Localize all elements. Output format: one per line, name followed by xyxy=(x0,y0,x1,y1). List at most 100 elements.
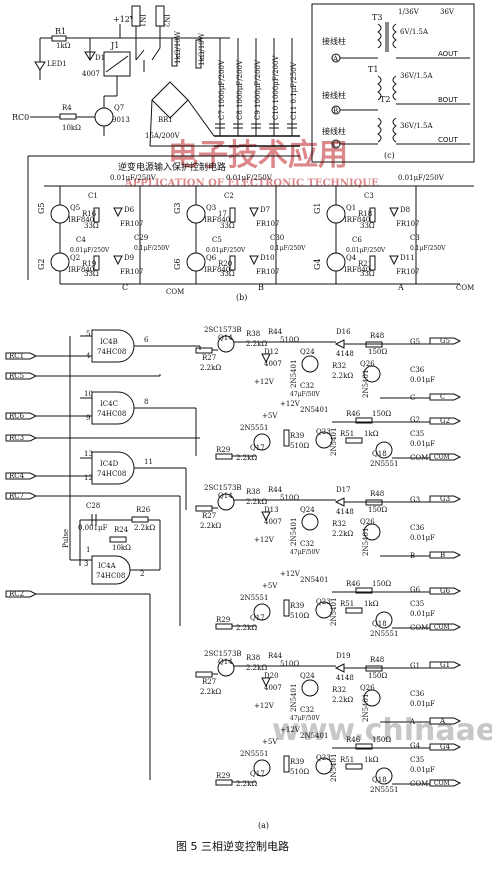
driver-q14-transistor xyxy=(217,335,235,353)
snubber-cap-low: C6 xyxy=(352,236,362,244)
snubber-res-low-value: 33Ω xyxy=(84,270,99,278)
diode-high-label: D6 xyxy=(124,206,135,214)
pin-6: 6 xyxy=(144,336,149,344)
bulk-cap-10: C10 1000μF/200V xyxy=(272,55,280,120)
driver-r38-label: R38 xyxy=(246,488,260,496)
gate-driver-channels: 2SC1573BQ14R272.2kΩR382.2kΩR44510ΩD12400… xyxy=(149,326,462,794)
driver-gate-port-label: G1 xyxy=(440,661,450,669)
driver-c36-label: C36 xyxy=(410,366,425,374)
t3-label: T3 xyxy=(372,13,382,22)
driver-2n5401-top: 2N5401 xyxy=(300,406,328,414)
igbt-low-label: Q2 xyxy=(70,254,80,262)
driver-fast-diode-label: D16 xyxy=(336,328,351,336)
t2-primary-coil xyxy=(377,117,382,143)
driver-q24-transistor xyxy=(301,679,319,697)
snubber-res-high xyxy=(369,207,376,223)
driver-gate-out: G4 xyxy=(410,742,421,750)
driver-r48-value: 150Ω xyxy=(368,348,387,356)
driver-r38-value: 2.2kΩ xyxy=(246,340,267,348)
rc6-port xyxy=(5,412,38,420)
ic4a-label: IC4A xyxy=(98,562,117,570)
driver-fast-diode xyxy=(334,497,345,507)
diode-high-label: D7 xyxy=(260,206,270,214)
driver-r39-value: 510Ω xyxy=(290,612,309,620)
driver-r27-label: R27 xyxy=(202,512,216,520)
terminal-b-label: 接线柱 xyxy=(322,90,346,100)
snubber-res-high xyxy=(93,207,100,223)
driver-phase-port xyxy=(429,717,462,725)
driver-q17-transistor xyxy=(253,433,271,451)
diode-low-part: FR107 xyxy=(256,268,280,276)
driver-5v-label: +5V xyxy=(262,738,278,746)
igbt-high-part: IRF840 xyxy=(344,216,370,224)
driver-channel-4: +5V+12V2N54012N5551Q17R292.2kΩR39510ΩQ23… xyxy=(215,570,462,638)
driver-c32-value: 47μF/50V xyxy=(290,715,320,722)
driver-q18-transistor xyxy=(375,767,393,785)
driver-phase-port xyxy=(429,393,462,401)
igbt-low-part: IRF840 xyxy=(204,266,230,274)
driver-gate-port xyxy=(429,743,462,751)
driver-q14-label: Q14 xyxy=(218,658,233,666)
snubber-res-low-label: R19 xyxy=(82,260,96,268)
driver-q24-value: 2N5401 xyxy=(290,684,298,712)
t3-secondary-coil xyxy=(392,23,397,49)
ic4b-chip: 74HC08 xyxy=(97,348,126,356)
driver-fast-diode xyxy=(334,663,345,673)
driver-2n5401-top: 2N5401 xyxy=(300,576,328,584)
driver-gate-port-label: G3 xyxy=(440,495,450,503)
rc5-port xyxy=(5,372,38,380)
led1-label: LED1 xyxy=(47,60,67,68)
rc2-port xyxy=(5,590,38,598)
r4-resistor xyxy=(59,113,77,120)
driver-12v-label: +12V xyxy=(280,400,301,408)
terminal-a-label: 接线柱 xyxy=(322,36,346,46)
ic4d-chip: 74HC08 xyxy=(97,470,126,478)
driver-r39-label: R39 xyxy=(290,432,304,440)
gate-label-high: G3 xyxy=(173,203,182,214)
in1-label: IN1 xyxy=(138,14,146,27)
driver-zener-value: 4007 xyxy=(264,518,282,526)
driver-r51-label: R51 xyxy=(340,756,354,764)
driver-q26-label: Q26 xyxy=(360,518,375,526)
driver-5v-label: +5V xyxy=(262,582,278,590)
snubber-res-low-value: 33Ω xyxy=(360,270,375,278)
driver-r51-resistor xyxy=(345,763,363,770)
diode-high xyxy=(389,207,399,218)
diode-low-label: D9 xyxy=(124,254,134,262)
t2-label: T2 xyxy=(380,95,390,104)
terminal-c-label: 接线柱 xyxy=(322,126,346,136)
driver-gate-out: G6 xyxy=(410,586,421,594)
r23-label: 1kΩ/10W xyxy=(198,32,206,66)
bus-cap-label: C30 xyxy=(270,234,284,242)
driver-q26-value: 2N5401 xyxy=(362,370,370,398)
driver-zener-label: D12 xyxy=(264,348,279,356)
igbt-high-label: Q3 xyxy=(206,204,216,212)
driver-zener xyxy=(261,511,271,522)
diode-high-part: FR107 xyxy=(120,220,144,228)
diode-low xyxy=(249,255,259,266)
driver-c35-label: C35 xyxy=(410,600,424,608)
driver-q17-transistor xyxy=(253,603,271,621)
igbt-low-part: IRF840 xyxy=(344,266,370,274)
leg-output-label: A xyxy=(397,283,404,292)
driver-c32-label: C32 xyxy=(300,540,314,548)
driver-c32-value: 47μF/50V xyxy=(290,549,320,556)
driver-r27-value: 2.2kΩ xyxy=(200,688,221,696)
driver-r48-label: R48 xyxy=(370,490,384,498)
t3-primary-coil xyxy=(377,23,382,49)
snubber-res-high-label: R16 xyxy=(82,210,97,218)
igbt-high xyxy=(186,204,206,224)
driver-r44-label: R44 xyxy=(268,652,283,660)
driver-phase-port-label: A xyxy=(439,717,446,725)
driver-q24-label: Q24 xyxy=(300,506,315,514)
output-transformer-section: T3 T1 T2 1/36V 36V 6V/1.5A 36V/1.5A 36V/… xyxy=(311,3,475,163)
driver-q17-part: 2N5551 xyxy=(240,594,268,602)
driver-phase-port-label: C xyxy=(440,393,445,401)
igbt-high-label: Q5 xyxy=(70,204,80,212)
driver-channel-6: +5V+12V2N54012N5551Q17R292.2kΩR39510ΩQ23… xyxy=(215,726,462,794)
diode-low-part: FR107 xyxy=(396,268,420,276)
snubber-cap-low-value: 0.01μF/250V xyxy=(70,247,110,254)
r4-value: 10kΩ xyxy=(62,124,81,132)
